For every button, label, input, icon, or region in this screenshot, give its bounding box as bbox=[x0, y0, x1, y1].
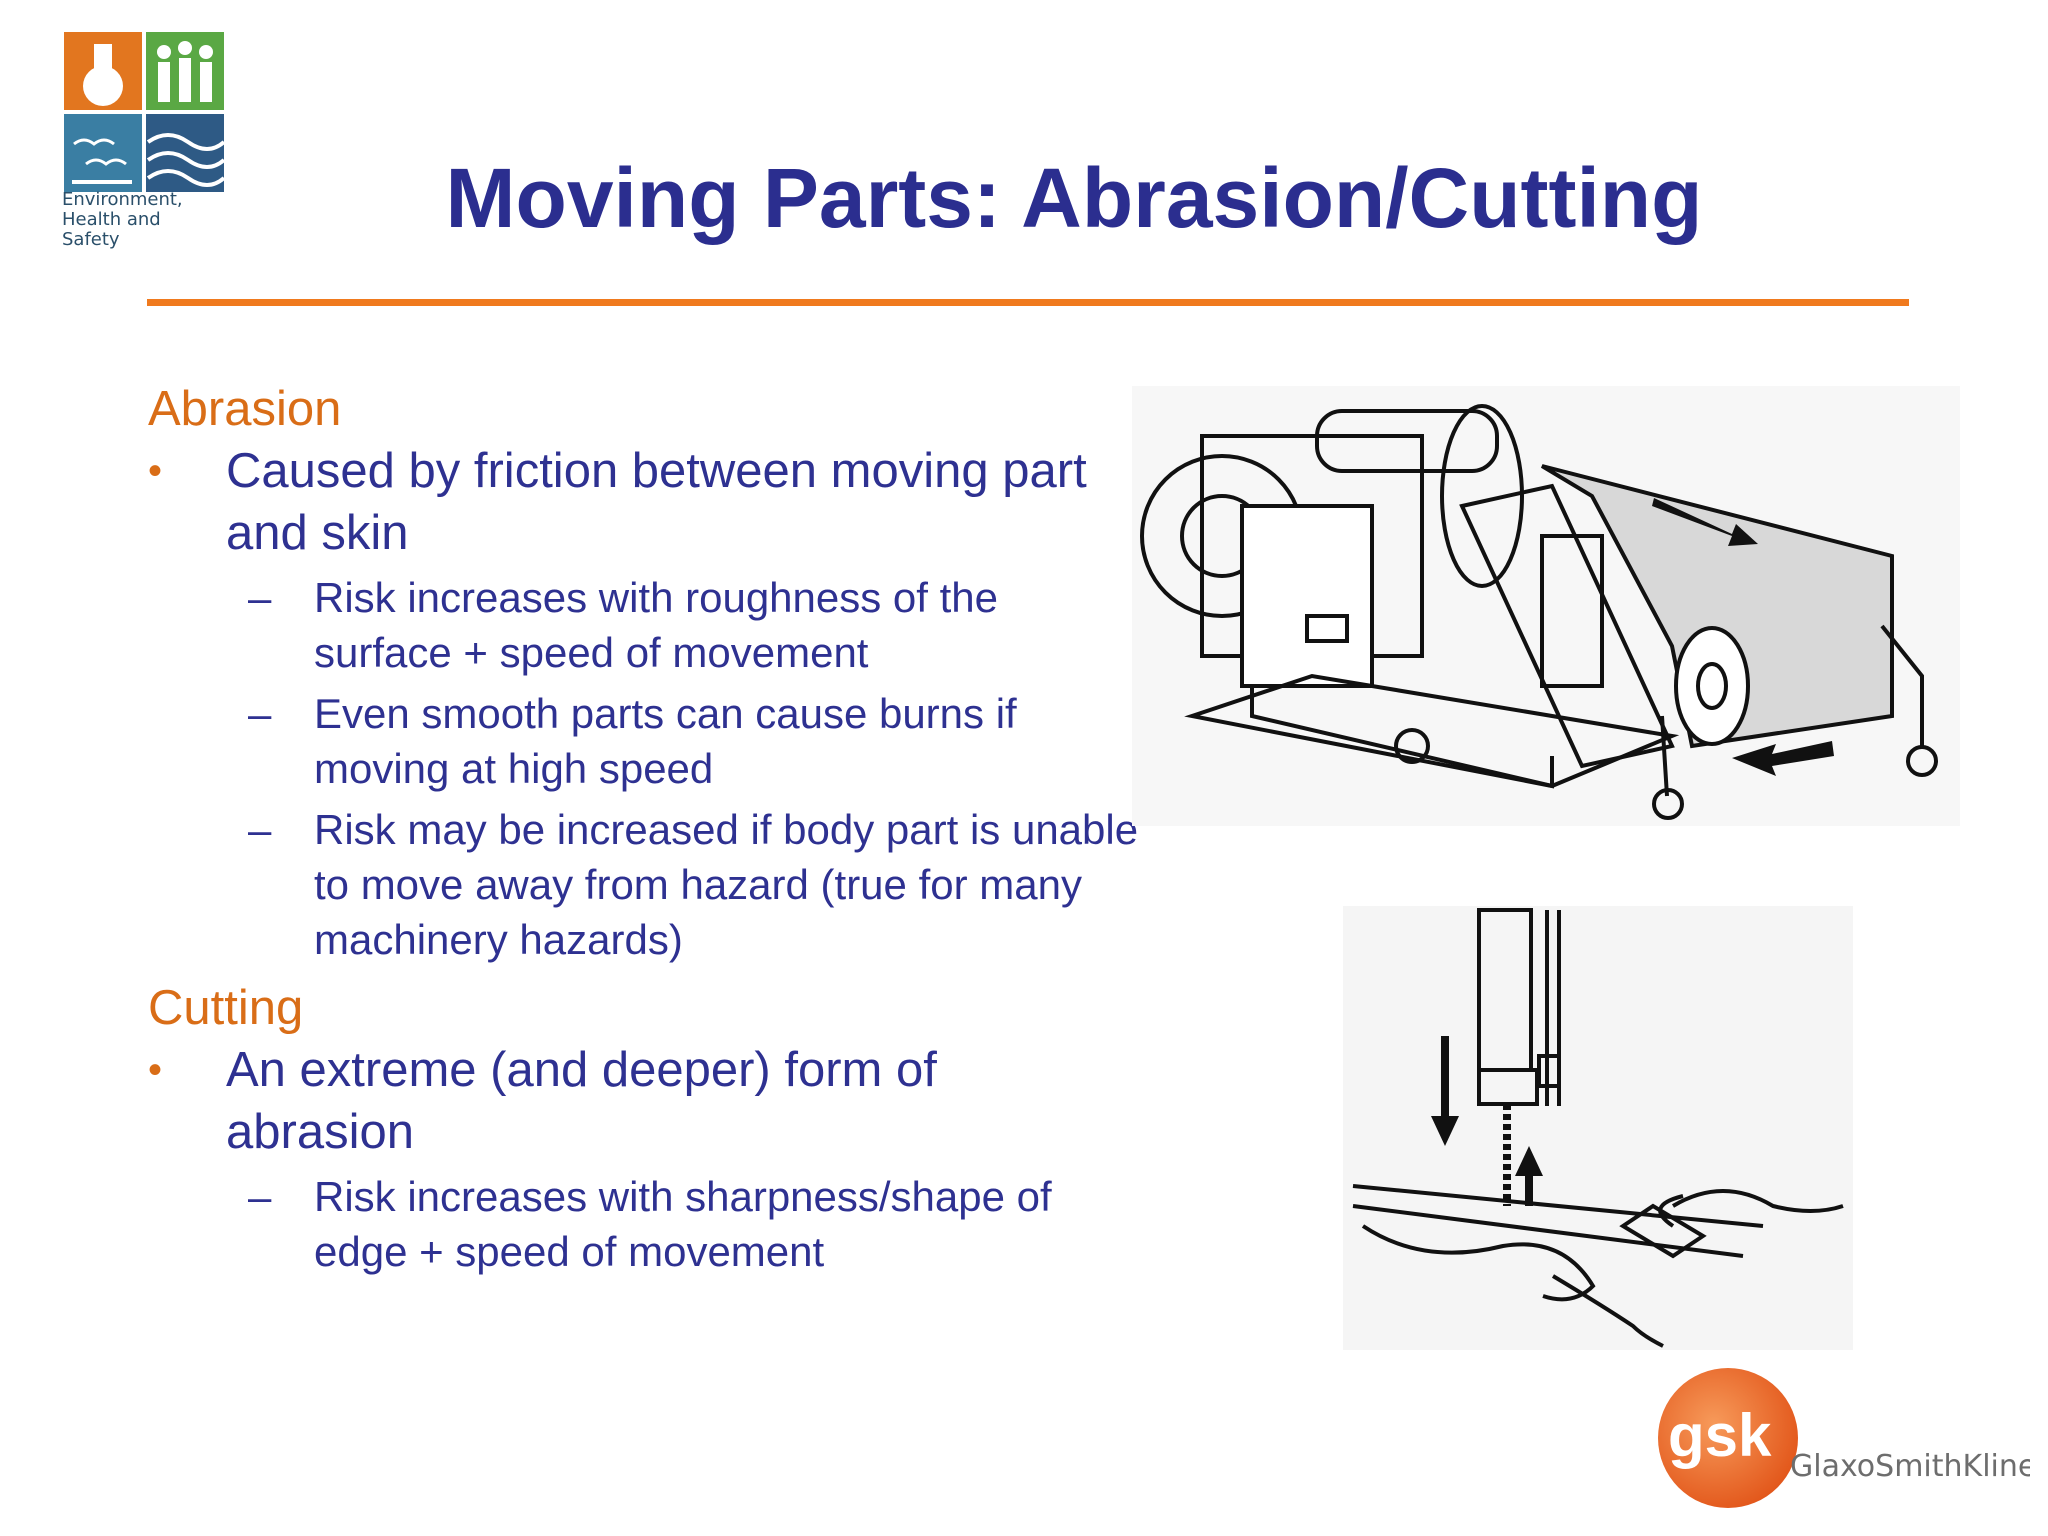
bullet-item: • An extreme (and deeper) form of abrasi… bbox=[148, 1039, 1148, 1163]
title-divider bbox=[147, 299, 1909, 306]
gsk-logo-mark: gsk bbox=[1668, 1402, 1772, 1469]
section-heading-abrasion: Abrasion bbox=[148, 382, 342, 436]
belt-sander-illustration bbox=[1132, 386, 1960, 826]
sub-bullet-text: Risk increases with roughness of the sur… bbox=[314, 574, 998, 676]
sub-bullet-mark: – bbox=[248, 690, 272, 737]
bullet-mark: • bbox=[148, 1048, 163, 1092]
section-heading-cutting: Cutting bbox=[148, 981, 304, 1035]
sub-bullet-item: – Even smooth parts can cause burns if m… bbox=[248, 686, 1148, 796]
sub-bullet-item: – Risk increases with roughness of the s… bbox=[248, 570, 1148, 680]
sub-bullet-text: Even smooth parts can cause burns if mov… bbox=[314, 690, 1017, 792]
slide-content: Abrasion • Caused by friction between mo… bbox=[148, 378, 1148, 1279]
band-saw-illustration bbox=[1343, 906, 1853, 1350]
bullet-text: Caused by friction between moving part a… bbox=[226, 444, 1087, 560]
ehs-logo-caption: Environment, Health and Safety bbox=[62, 189, 183, 250]
sub-bullet-mark: – bbox=[248, 806, 272, 853]
bullet-text: An extreme (and deeper) form of abrasion bbox=[226, 1043, 937, 1159]
bullet-item: • Caused by friction between moving part… bbox=[148, 440, 1148, 564]
sub-bullet-item: – Risk may be increased if body part is … bbox=[248, 802, 1148, 967]
sub-bullet-mark: – bbox=[248, 1173, 272, 1220]
sub-bullet-text: Risk may be increased if body part is un… bbox=[314, 806, 1139, 963]
sub-bullet-text: Risk increases with sharpness/shape of e… bbox=[314, 1173, 1052, 1275]
sub-bullet-item: – Risk increases with sharpness/shape of… bbox=[248, 1169, 1148, 1279]
bullet-mark: • bbox=[148, 449, 163, 493]
ehs-logo bbox=[64, 32, 226, 192]
gsk-logo-name: GlaxoSmithKline bbox=[1790, 1449, 2030, 1484]
slide-title: Moving Parts: Abrasion/Cutting bbox=[445, 151, 1703, 245]
sub-bullet-mark: – bbox=[248, 574, 272, 621]
gsk-logo: gsk GlaxoSmithKline bbox=[1658, 1368, 2030, 1508]
